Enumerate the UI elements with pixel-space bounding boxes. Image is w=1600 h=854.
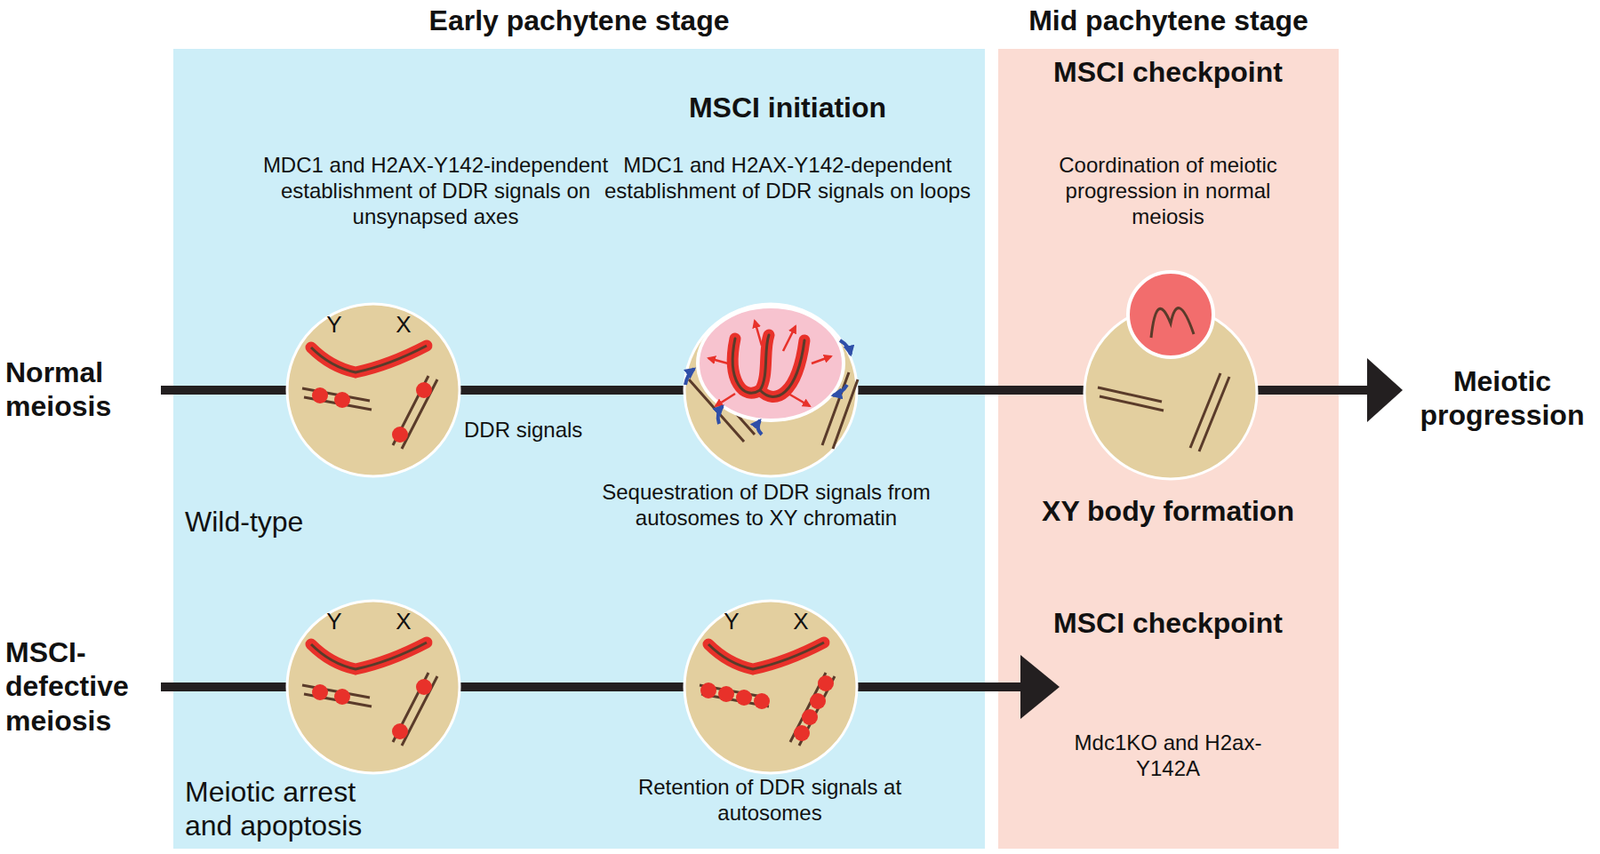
description: Coordination of meiotic progression in n…: [1034, 152, 1302, 230]
stage-title: MSCI checkpoint: [1034, 606, 1302, 640]
spermatocyte-cell: YX: [284, 301, 463, 480]
ddr-signal: [334, 688, 351, 705]
cell-outline: [287, 304, 460, 477]
xy-body-illustration: [1084, 272, 1257, 480]
timeline-arrowhead: [1020, 655, 1060, 720]
xy-axis: [311, 642, 427, 670]
timeline-arrowhead: [1367, 358, 1403, 423]
description: MDC1 and H2AX-Y142-dependent establishme…: [600, 152, 975, 205]
chromosome-label: Y: [326, 312, 342, 336]
xy-chromosome: [708, 642, 824, 670]
ddr-signal: [736, 689, 752, 706]
cell-shape: [284, 301, 463, 480]
cell-outline: [684, 600, 857, 774]
ddr-signal: [753, 693, 770, 710]
ddr-signal: [793, 725, 810, 742]
cell-shape: [681, 598, 860, 776]
spermatocyte-cell: YX: [681, 598, 860, 776]
ddr-signal: [392, 426, 408, 443]
ddr-signal: [312, 684, 328, 701]
chromosome-label: X: [792, 609, 808, 633]
stage-heading: Mid pachytene stage: [998, 4, 1339, 38]
description: Retention of DDR signals at autosomes: [583, 775, 957, 827]
ddr-signal: [718, 686, 735, 703]
xy-chromosome: [311, 345, 427, 373]
ddr-signal: [809, 693, 826, 710]
ddr-signal: [801, 709, 818, 726]
spermatocyte-cell: YX: [284, 598, 463, 776]
timeline: [160, 682, 1024, 692]
genotype-label: Wild-type: [184, 504, 381, 539]
ddr-signal: [392, 723, 408, 740]
genotype-label: Meiotic arrest and apoptosis: [184, 775, 408, 844]
cell-outline: [287, 600, 460, 774]
ddr-signal: [312, 387, 328, 404]
autosome: [699, 672, 835, 746]
outcome-label: Meiotic progression: [1408, 364, 1596, 433]
spermatocyte-illustration: [684, 304, 858, 477]
row-label: Normal meiosis: [5, 355, 139, 424]
callout: DDR signals: [464, 417, 642, 444]
stage-heading: Early pachytene stage: [173, 4, 985, 38]
autosome: [302, 376, 438, 449]
row-label: MSCI-defective meiosis: [5, 635, 159, 738]
cell-shape: [284, 598, 463, 776]
xy-axis: [708, 642, 824, 670]
stage-title: MSCI initiation: [627, 90, 948, 125]
ddr-signal: [334, 392, 351, 408]
stage-title: XY body formation: [1003, 494, 1333, 528]
xy-axis: [311, 345, 427, 373]
ddr-signal: [700, 682, 717, 699]
description: MDC1 and H2AX-Y142-independent establish…: [226, 152, 645, 230]
description: Sequestration of DDR signals from autoso…: [575, 480, 958, 532]
chromosome-label: X: [395, 312, 411, 336]
description: Mdc1KO and H2ax-Y142A: [1052, 730, 1284, 783]
chromosome-label: Y: [723, 609, 739, 633]
chromosome-label: Y: [326, 609, 342, 633]
ddr-signal: [416, 382, 432, 399]
ddr-signal: [416, 679, 432, 696]
ddr-signal: [817, 675, 834, 692]
xy-chromosome: [311, 642, 427, 670]
chromosome-label: X: [395, 609, 411, 633]
autosome: [302, 672, 438, 746]
stage-title: MSCI checkpoint: [1034, 55, 1302, 89]
